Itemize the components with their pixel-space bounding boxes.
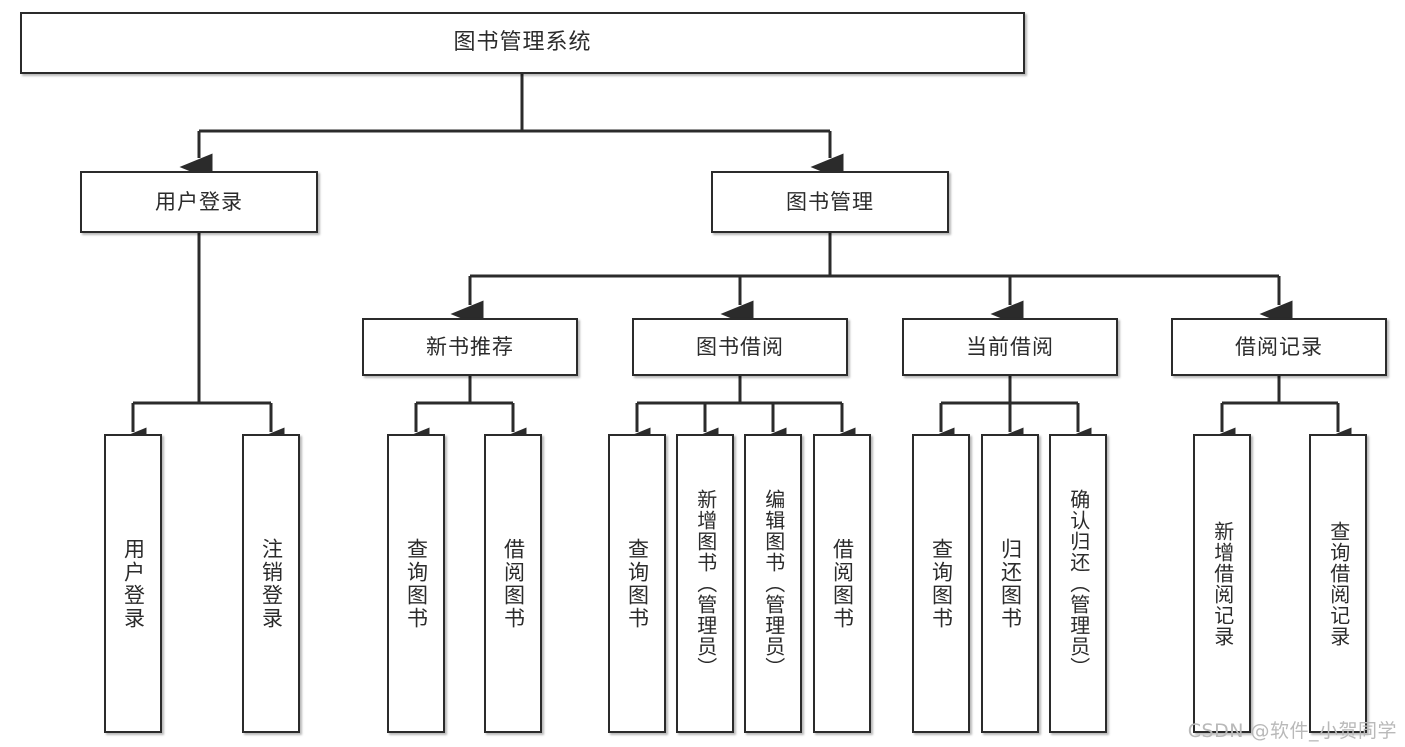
node-new-book-recommend[interactable]: 新书推荐 [362, 318, 578, 376]
node-label: 借阅记录 [1235, 334, 1323, 359]
node-book-borrow[interactable]: 图书借阅 [632, 318, 848, 376]
node-label: 查询借阅记录 [1326, 520, 1351, 647]
node-label: 归还图书 [998, 537, 1023, 630]
node-label: 图书管理 [786, 189, 874, 214]
csdn-watermark: CSDN @软件_小贺同学 [1187, 720, 1397, 742]
node-label: 当前借阅 [966, 334, 1054, 359]
node-label: 图书管理系统 [453, 30, 592, 56]
node-root-book-management-system[interactable]: 图书管理系统 [20, 12, 1025, 74]
node-label: 查询图书 [929, 537, 954, 630]
node-leaf-query-book-2[interactable]: 查询图书 [608, 434, 666, 733]
node-leaf-add-borrow-record[interactable]: 新增借阅记录 [1193, 434, 1251, 733]
node-label: 查询图书 [625, 537, 650, 630]
node-leaf-add-book-admin[interactable]: 新增图书（管理员） [676, 434, 734, 733]
node-label: 新书推荐 [426, 334, 514, 359]
node-label: 编辑图书（管理员） [761, 489, 786, 678]
node-leaf-logout-login[interactable]: 注销登录 [242, 434, 300, 733]
node-leaf-user-login[interactable]: 用户登录 [104, 434, 162, 733]
node-label: 用户登录 [121, 537, 146, 630]
node-label: 注销登录 [259, 537, 284, 630]
node-label: 确认归还（管理员） [1066, 489, 1091, 678]
node-leaf-confirm-return-admin[interactable]: 确认归还（管理员） [1049, 434, 1107, 733]
node-book-management[interactable]: 图书管理 [711, 171, 949, 233]
node-user-login[interactable]: 用户登录 [80, 171, 318, 233]
node-leaf-edit-book-admin[interactable]: 编辑图书（管理员） [744, 434, 802, 733]
node-label: 借阅图书 [830, 537, 855, 630]
node-current-borrow[interactable]: 当前借阅 [902, 318, 1118, 376]
node-leaf-borrow-book-2[interactable]: 借阅图书 [813, 434, 871, 733]
node-leaf-query-book-3[interactable]: 查询图书 [912, 434, 970, 733]
node-label: 查询图书 [404, 537, 429, 630]
node-label: 图书借阅 [696, 334, 784, 359]
node-leaf-borrow-book-1[interactable]: 借阅图书 [484, 434, 542, 733]
node-label: 新增借阅记录 [1210, 520, 1235, 647]
node-label: 用户登录 [155, 189, 243, 214]
node-label: 新增图书（管理员） [693, 489, 718, 678]
node-label: 借阅图书 [501, 537, 526, 630]
node-borrow-record[interactable]: 借阅记录 [1171, 318, 1387, 376]
node-leaf-return-book[interactable]: 归还图书 [981, 434, 1039, 733]
node-leaf-query-borrow-record[interactable]: 查询借阅记录 [1309, 434, 1367, 733]
node-leaf-query-book-1[interactable]: 查询图书 [387, 434, 445, 733]
